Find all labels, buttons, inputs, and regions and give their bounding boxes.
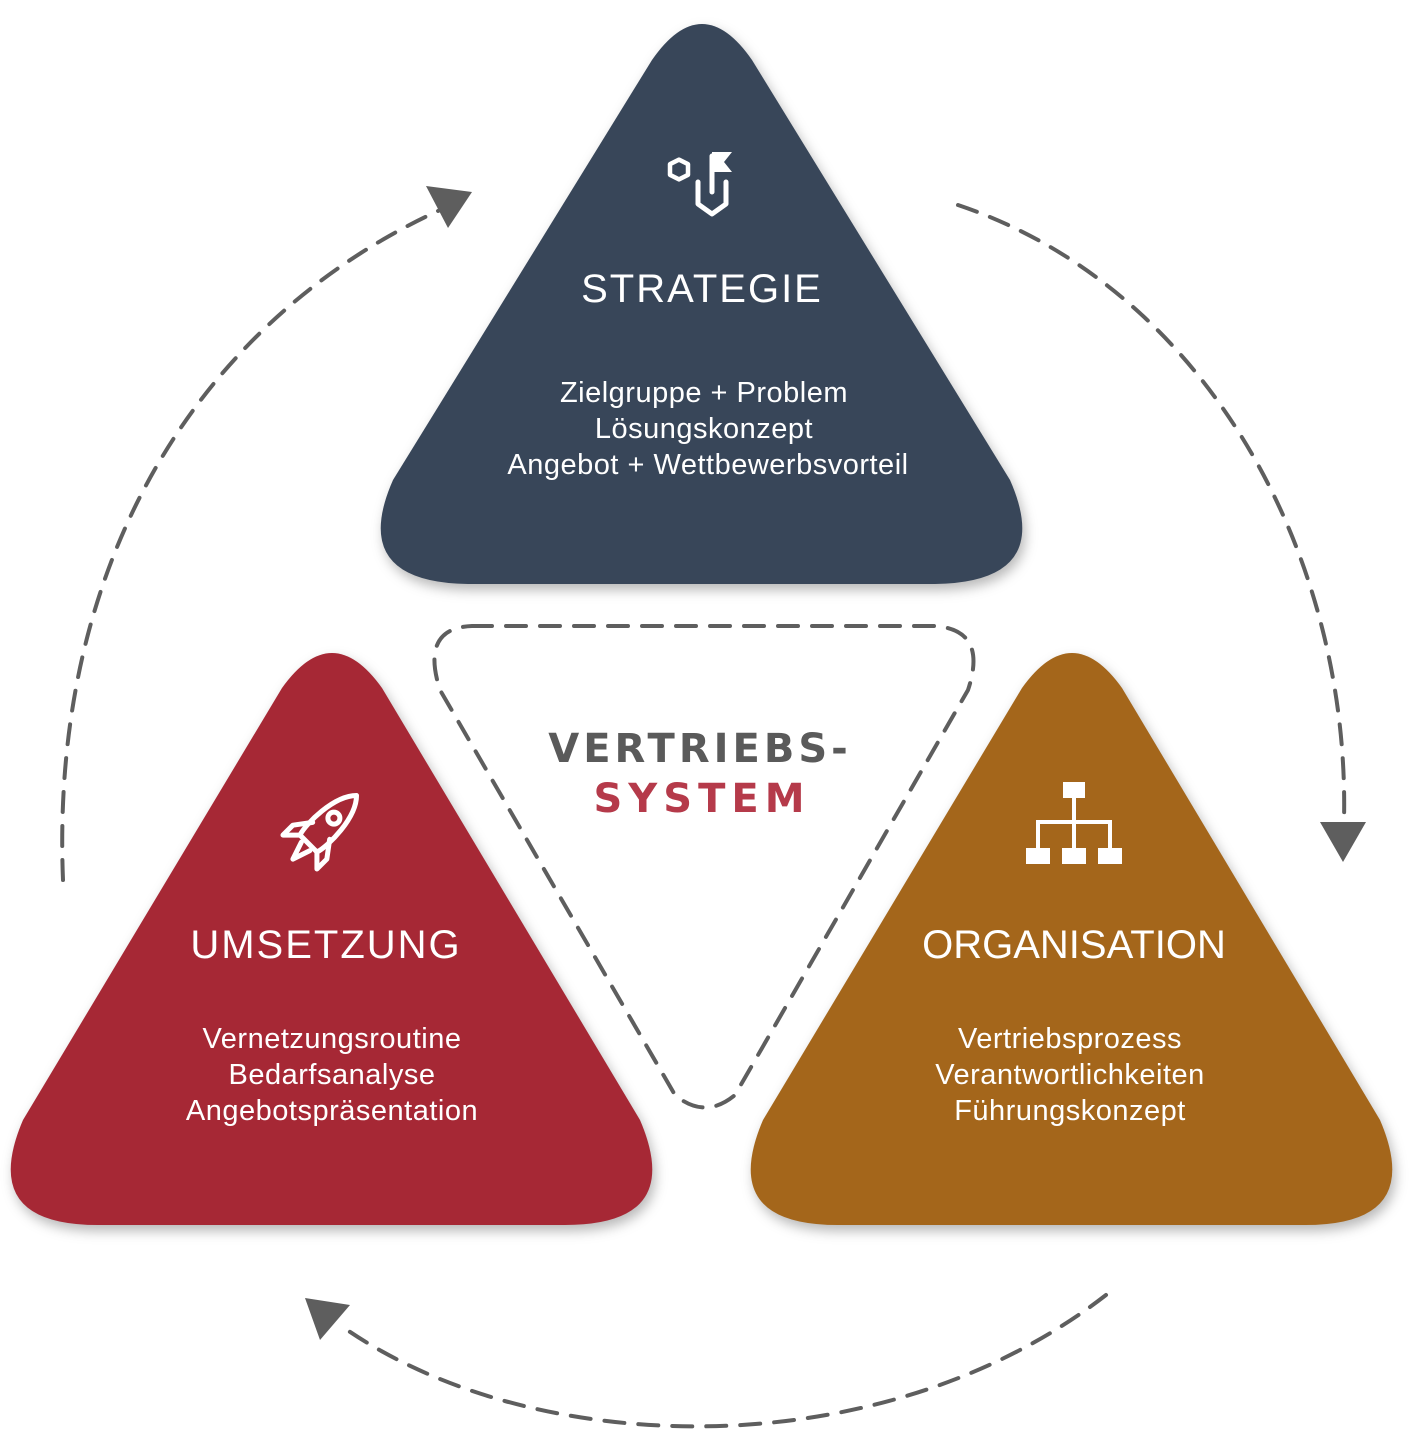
center-title-line2: SYSTEM: [594, 776, 811, 822]
arc-strategie-to-organisation: [956, 203, 1347, 822]
center-title-line1: VERTRIEBS-: [548, 726, 851, 772]
triangle-organisation-title: ORGANISATION: [922, 923, 1226, 967]
triangle-strategie-item-1: Zielgruppe + Problem: [560, 377, 848, 409]
arrowhead-right: [1320, 822, 1366, 862]
arc-organisation-to-umsetzung: [338, 1293, 1108, 1429]
arrowhead-bottom-left: [305, 1298, 350, 1340]
rocket-icon: [280, 792, 360, 872]
arc-umsetzung-to-strategie: [60, 208, 442, 882]
triangle-strategie-item-3: Angebot + Wettbewerbsvorteil: [507, 449, 908, 481]
triangle-strategie-title: STRATEGIE: [581, 267, 823, 311]
arrowhead-top-left: [426, 186, 472, 228]
triangle-umsetzung-title: UMSETZUNG: [190, 923, 461, 967]
triangle-organisation-item-3: Führungskonzept: [954, 1095, 1186, 1127]
triangle-umsetzung: UMSETZUNG Vernetzungsroutine Bedarfsanal…: [10, 653, 653, 1225]
triangle-organisation-item-2: Verantwortlichkeiten: [935, 1059, 1205, 1091]
target-flag-icon: [667, 152, 732, 217]
triangle-umsetzung-item-2: Bedarfsanalyse: [229, 1059, 436, 1091]
triangle-umsetzung-item-3: Angebotspräsentation: [186, 1095, 478, 1127]
triangle-organisation-item-1: Vertriebsprozess: [958, 1023, 1182, 1055]
triangle-strategie-item-2: Lösungskonzept: [595, 413, 813, 445]
center-dashed-triangle: [432, 624, 976, 1110]
triangle-strategie-shape: [380, 24, 1023, 584]
triangle-organisation-shape: [750, 653, 1393, 1225]
triangle-organisation: ORGANISATION Vertriebsprozess Verantwort…: [750, 653, 1393, 1225]
org-chart-icon: [1026, 782, 1122, 864]
triangle-umsetzung-item-1: Vernetzungsroutine: [203, 1023, 462, 1055]
triangle-umsetzung-shape: [10, 653, 653, 1225]
triangle-strategie: STRATEGIE Zielgruppe + Problem Lösungsko…: [380, 24, 1023, 584]
cycle-arrows: [60, 186, 1366, 1429]
